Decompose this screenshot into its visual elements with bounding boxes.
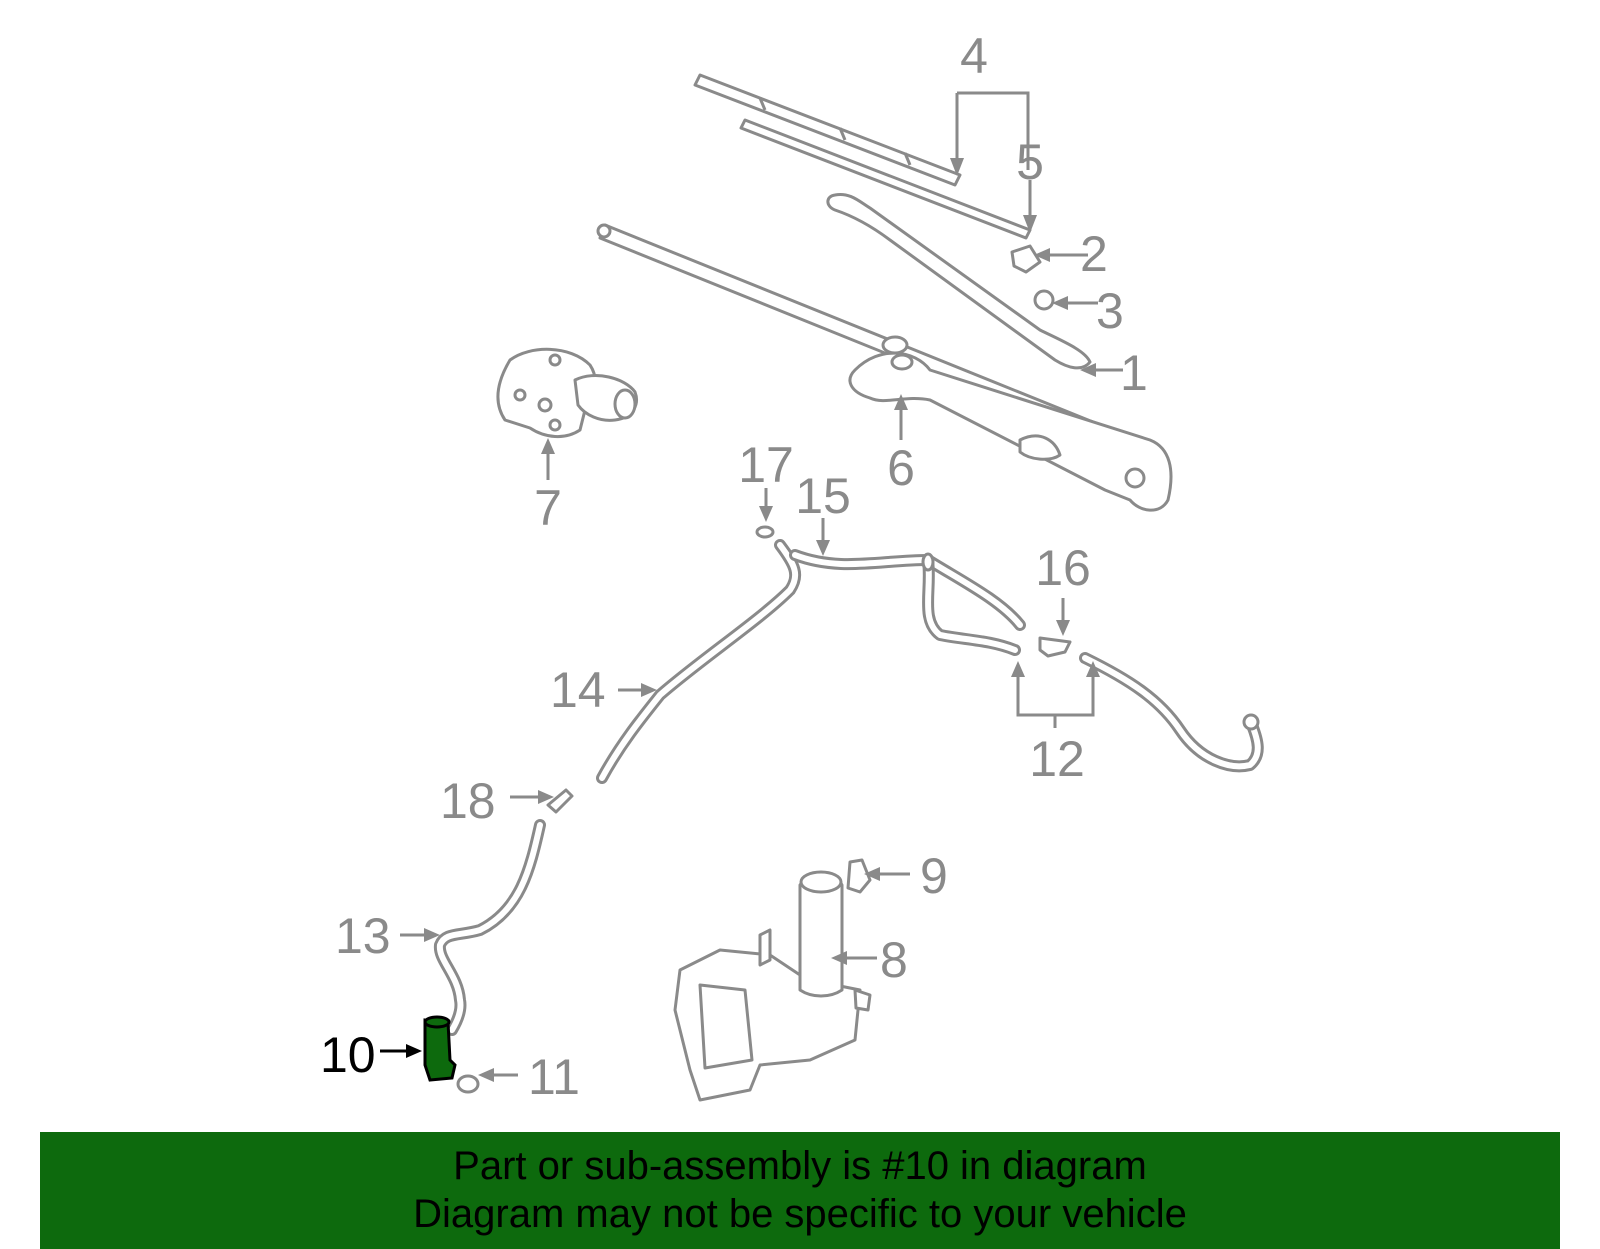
leader-7 [541,438,555,480]
callout-6: 6 [887,440,915,496]
callout-15: 15 [795,468,851,524]
callout-12: 12 [1029,731,1085,787]
callout-4: 4 [960,28,988,84]
callout-2: 2 [1080,226,1108,282]
washer-hose-15[interactable] [789,549,1026,656]
hose-grommet[interactable] [755,525,775,539]
wiper-washer-diagram: 4 5 2 3 1 6 7 17 15 16 14 12 18 9 13 8 1… [320,28,1264,1105]
washer-hose-14[interactable] [596,539,802,784]
arm-nut[interactable] [1033,289,1055,311]
callout-1: 1 [1120,345,1148,401]
leader-14 [618,683,657,697]
leader-8 [831,951,877,965]
leader-17 [759,488,773,522]
callout-7: 7 [534,480,562,536]
wiper-motor[interactable] [496,347,638,438]
washer-reservoir[interactable] [673,870,872,1102]
washer-hose-12[interactable] [1079,652,1264,773]
leader-11 [478,1068,518,1082]
leader-1 [1080,363,1123,377]
callout-5: 5 [1016,134,1044,190]
leader-5 [1023,180,1037,233]
callout-8: 8 [880,932,908,988]
washer-pump[interactable] [423,1015,457,1082]
leader-3 [1052,296,1098,310]
callout-9: 9 [920,848,948,904]
washer-nozzle[interactable] [1038,636,1072,658]
leader-15 [816,518,830,556]
reservoir-bracket[interactable] [846,858,872,894]
banner-line-2: Diagram may not be specific to your vehi… [413,1192,1187,1236]
wiper-arm[interactable] [826,192,1092,370]
leader-2 [1034,248,1088,262]
leader-9 [864,867,910,881]
pump-seal[interactable] [456,1074,480,1094]
callout-3: 3 [1096,283,1124,339]
leader-12 [1011,661,1100,728]
washer-hose-13[interactable] [433,819,546,1036]
callout-16: 16 [1035,540,1091,596]
wiper-blade[interactable] [693,73,1032,240]
arm-cap[interactable] [1010,244,1042,274]
callout-14: 14 [550,662,606,718]
callout-13: 13 [335,908,391,964]
leader-10 [380,1044,422,1058]
callout-10: 10 [320,1027,376,1083]
callout-18: 18 [440,773,496,829]
leader-13 [400,928,440,942]
leader-4 [950,91,1030,176]
leader-18 [510,790,554,804]
wiper-linkage[interactable] [596,223,1173,512]
hose-connector[interactable] [546,788,574,814]
info-banner: Part or sub-assembly is #10 in diagram D… [40,1132,1560,1249]
banner-line-1: Part or sub-assembly is #10 in diagram [453,1144,1147,1188]
leader-6 [894,394,908,440]
leader-16 [1056,598,1070,636]
callout-11: 11 [528,1049,580,1105]
callout-17: 17 [738,437,794,493]
